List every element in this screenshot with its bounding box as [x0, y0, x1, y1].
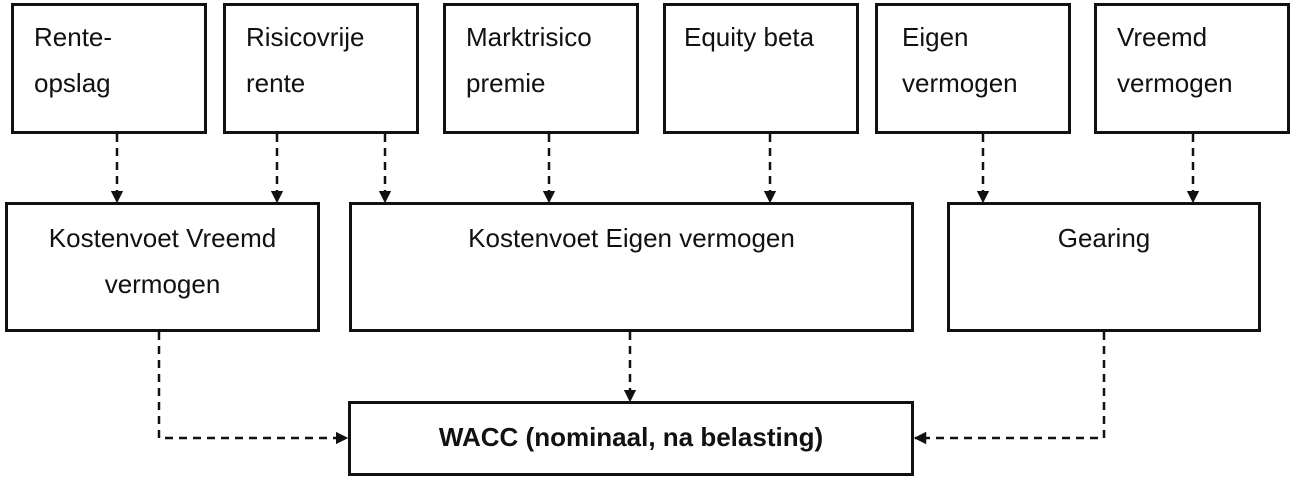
gearing-box: Gearing	[947, 202, 1261, 332]
wacc-label: WACC (nominaal, na belasting)	[438, 422, 824, 452]
arrow-gearing-to-wacc	[913, 332, 1106, 445]
eigen-vermogen-label: Eigen vermogen	[902, 22, 1018, 98]
arrow-kv-to-wacc	[157, 332, 349, 445]
kostenvoet-vreemd-label: Kostenvoet Vreemd vermogen	[48, 223, 277, 299]
risicovrije-rente-box: Risicovrije rente	[223, 3, 419, 134]
eigen-vermogen-box: Eigen vermogen	[875, 3, 1071, 134]
marktrisicopremie-label: Marktrisico premie	[466, 22, 592, 98]
kostenvoet-eigen-label: Kostenvoet Eigen vermogen	[468, 223, 795, 253]
equity-beta-label: Equity beta	[684, 22, 815, 52]
risicovrije-rente-label: Risicovrije rente	[246, 22, 365, 98]
renteopslag-label: Rente- opslag	[34, 22, 113, 98]
vreemd-vermogen-box: Vreemd vermogen	[1094, 3, 1290, 134]
kostenvoet-eigen-box: Kostenvoet Eigen vermogen	[349, 202, 914, 332]
gearing-label: Gearing	[1057, 223, 1151, 253]
equity-beta-box: Equity beta	[663, 3, 859, 134]
kostenvoet-vreemd-box: Kostenvoet Vreemd vermogen	[5, 202, 320, 332]
vreemd-vermogen-label: Vreemd vermogen	[1117, 22, 1233, 98]
wacc-box: WACC (nominaal, na belasting)	[348, 401, 914, 476]
marktrisicopremie-box: Marktrisico premie	[443, 3, 639, 134]
renteopslag-box: Rente- opslag	[11, 3, 207, 134]
